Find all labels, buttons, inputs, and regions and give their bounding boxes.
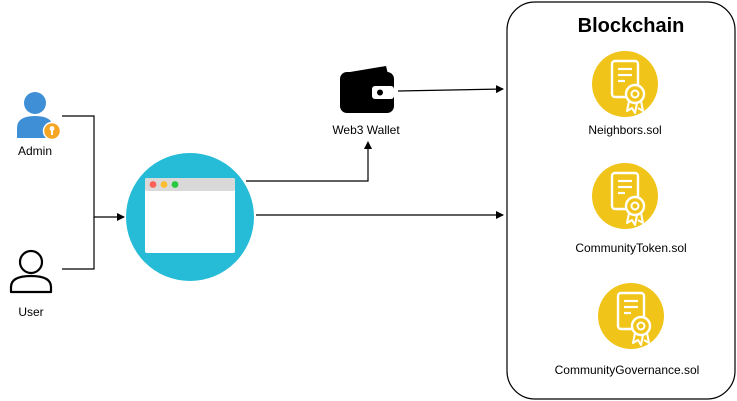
user-actor[interactable]: User — [9, 249, 53, 319]
certificate-icon — [592, 51, 658, 117]
contract-community-governance[interactable]: CommunityGovernance.sol — [555, 283, 700, 377]
edge-app-to-wallet — [246, 141, 372, 182]
user-outline-icon — [9, 249, 53, 294]
contract-label: CommunityToken.sol — [575, 241, 686, 255]
certificate-icon — [598, 283, 664, 349]
connectors — [62, 85, 504, 270]
edge-user-to-app — [62, 217, 95, 270]
admin-user-icon — [17, 92, 62, 141]
user-label: User — [18, 305, 43, 319]
certificate-icon — [592, 163, 658, 229]
wallet-label: Web3 Wallet — [332, 123, 400, 137]
contract-neighbors[interactable]: Neighbors.sol — [588, 51, 662, 137]
wallet-node[interactable]: Web3 Wallet — [332, 66, 400, 137]
edge-wallet-to-blockchain — [397, 85, 504, 94]
edge-admin-to-app — [62, 115, 125, 221]
browser-window-icon — [145, 178, 235, 253]
blockchain-title: Blockchain — [578, 15, 685, 37]
admin-label: Admin — [18, 144, 52, 158]
contract-community-token[interactable]: CommunityToken.sol — [575, 163, 687, 255]
contract-label: Neighbors.sol — [588, 123, 661, 137]
admin-actor[interactable]: Admin — [17, 92, 62, 158]
wallet-icon — [340, 66, 394, 113]
contract-label: CommunityGovernance.sol — [555, 363, 700, 377]
web-app-node[interactable] — [126, 153, 254, 281]
